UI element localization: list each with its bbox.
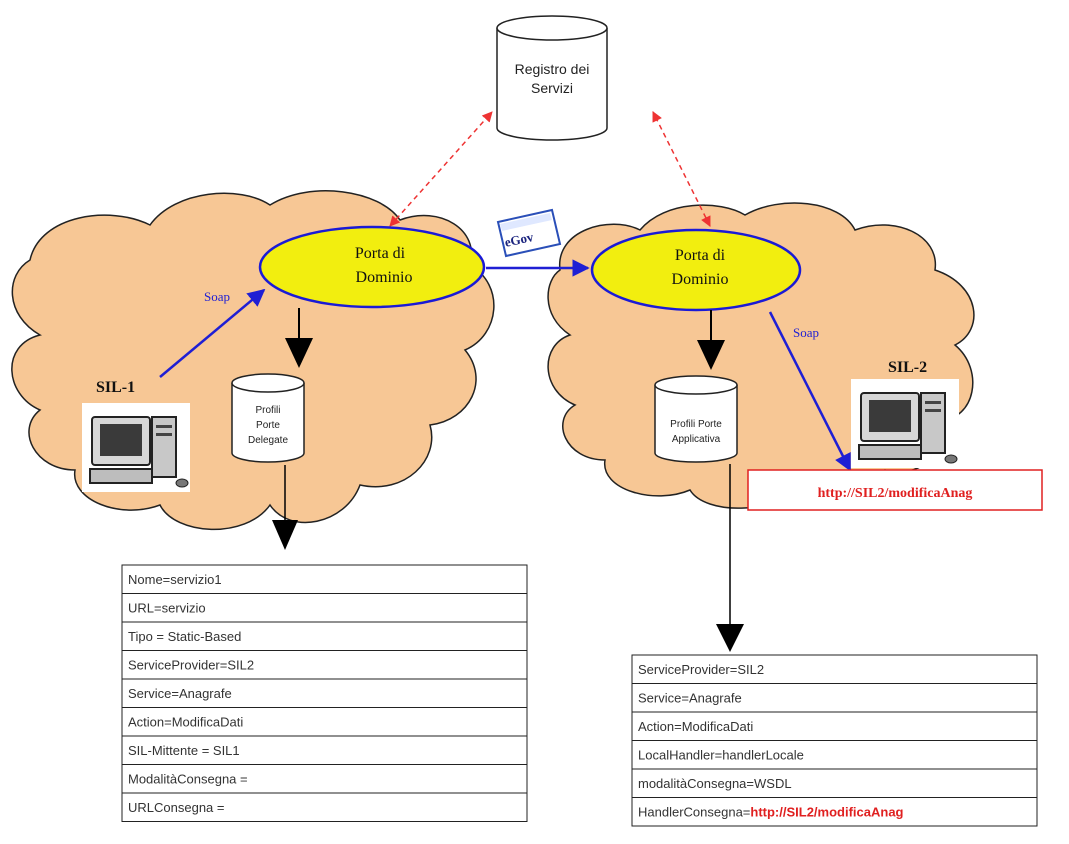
left-db-line2: Porte (256, 420, 280, 431)
sil2-url-box: http://SIL2/modificaAnag (747, 469, 1043, 511)
right-db-to-table-arrow (716, 464, 744, 652)
left-table-row: ServiceProvider=SIL2 (121, 650, 528, 680)
left-table-cell: Nome=servizio1 (128, 572, 222, 587)
right-table-cell-text: Action=ModificaDati (638, 719, 753, 734)
right-table-row: modalitàConsegna=WSDL (631, 768, 1038, 798)
left-table-row: Nome=servizio1 (121, 564, 528, 594)
right-table-cell-text: HandlerConsegna= (638, 805, 750, 820)
right-table-row: Service=Anagrafe (631, 683, 1038, 713)
right-table-row: Action=ModificaDati (631, 711, 1038, 741)
right-profili-database: Profili Porte Applicativa (654, 375, 738, 463)
right-porta-di-dominio: Porta di Dominio (590, 228, 802, 312)
right-db-line1: Profili Porte (670, 419, 722, 430)
left-table-row: SIL-Mittente = SIL1 (121, 735, 528, 765)
left-table-cell: Tipo = Static-Based (128, 629, 241, 644)
left-table-cell: URLConsegna = (128, 800, 224, 815)
right-table-cell-text: modalitàConsegna=WSDL (638, 776, 792, 791)
right-table-row: HandlerConsegna=http://SIL2/modificaAnag (631, 797, 1038, 827)
left-soap-arrow (159, 288, 266, 378)
egov-label: eGov (503, 229, 535, 250)
left-db-to-table-arrow (272, 465, 298, 550)
right-table-cell: LocalHandler=handlerLocale (638, 748, 804, 763)
right-pdd-line1: Porta di (675, 247, 726, 264)
left-db-line3: Delegate (248, 435, 288, 446)
left-table-cell: URL=servizio (128, 601, 206, 616)
right-table-cell-text: LocalHandler=handlerLocale (638, 748, 804, 763)
sil2-label: SIL-2 (888, 359, 927, 376)
sil2-url-text: http://SIL2/modificaAnag (818, 486, 973, 501)
left-table-row: Action=ModificaDati (121, 707, 528, 737)
left-pdd-to-db-arrow (285, 308, 313, 368)
registry-label-line1: Registro dei (515, 61, 590, 77)
sil1-label: SIL-1 (96, 379, 135, 396)
right-soap-label: Soap (793, 325, 819, 340)
right-table-row: ServiceProvider=SIL2 (631, 654, 1038, 684)
right-table-cell-highlight: http://SIL2/modificaAnag (750, 805, 903, 820)
egov-envelope-icon: eGov (496, 208, 562, 258)
right-table-cell: ServiceProvider=SIL2 (638, 662, 764, 677)
right-table-cell: modalitàConsegna=WSDL (638, 776, 792, 791)
right-table-cell-text: Service=Anagrafe (638, 691, 742, 706)
right-pdd-line2: Dominio (672, 271, 729, 288)
left-table-cell: Service=Anagrafe (128, 686, 232, 701)
left-pdd-line2: Dominio (356, 269, 413, 286)
left-table-cell: Action=ModificaDati (128, 715, 243, 730)
left-soap-label: Soap (204, 289, 230, 304)
right-soap-arrow (768, 311, 852, 472)
left-table-cell: SIL-Mittente = SIL1 (128, 743, 240, 758)
left-table-row: ModalitàConsegna = (121, 764, 528, 794)
right-db-line2: Applicativa (672, 434, 721, 445)
left-table-row: Tipo = Static-Based (121, 621, 528, 651)
registry-link-right (652, 111, 711, 227)
left-table-row: URL=servizio (121, 593, 528, 623)
right-profile-table: ServiceProvider=SIL2Service=AnagrafeActi… (631, 654, 1038, 827)
left-profili-database: Profili Porte Delegate (231, 373, 305, 463)
left-table-row: URLConsegna = (121, 792, 528, 822)
left-table-cell: ServiceProvider=SIL2 (128, 658, 254, 673)
right-table-cell-text: ServiceProvider=SIL2 (638, 662, 764, 677)
registry-link-left (389, 111, 493, 227)
right-table-cell: Service=Anagrafe (638, 691, 742, 706)
registry-database: Registro dei Servizi (496, 15, 608, 141)
left-table-cell: ModalitàConsegna = (128, 772, 248, 787)
right-pdd-to-db-arrow (697, 310, 725, 370)
right-table-cell: HandlerConsegna=http://SIL2/modificaAnag (638, 805, 904, 820)
left-pdd-line1: Porta di (355, 245, 406, 262)
left-table-row: Service=Anagrafe (121, 678, 528, 708)
sil1-computer-icon (82, 403, 190, 492)
sil2-computer-icon (851, 379, 959, 468)
left-db-line1: Profili (255, 405, 280, 416)
right-table-cell: Action=ModificaDati (638, 719, 753, 734)
registry-label-line2: Servizi (531, 80, 573, 96)
right-table-row: LocalHandler=handlerLocale (631, 740, 1038, 770)
left-porta-di-dominio: Porta di Dominio (258, 225, 486, 309)
